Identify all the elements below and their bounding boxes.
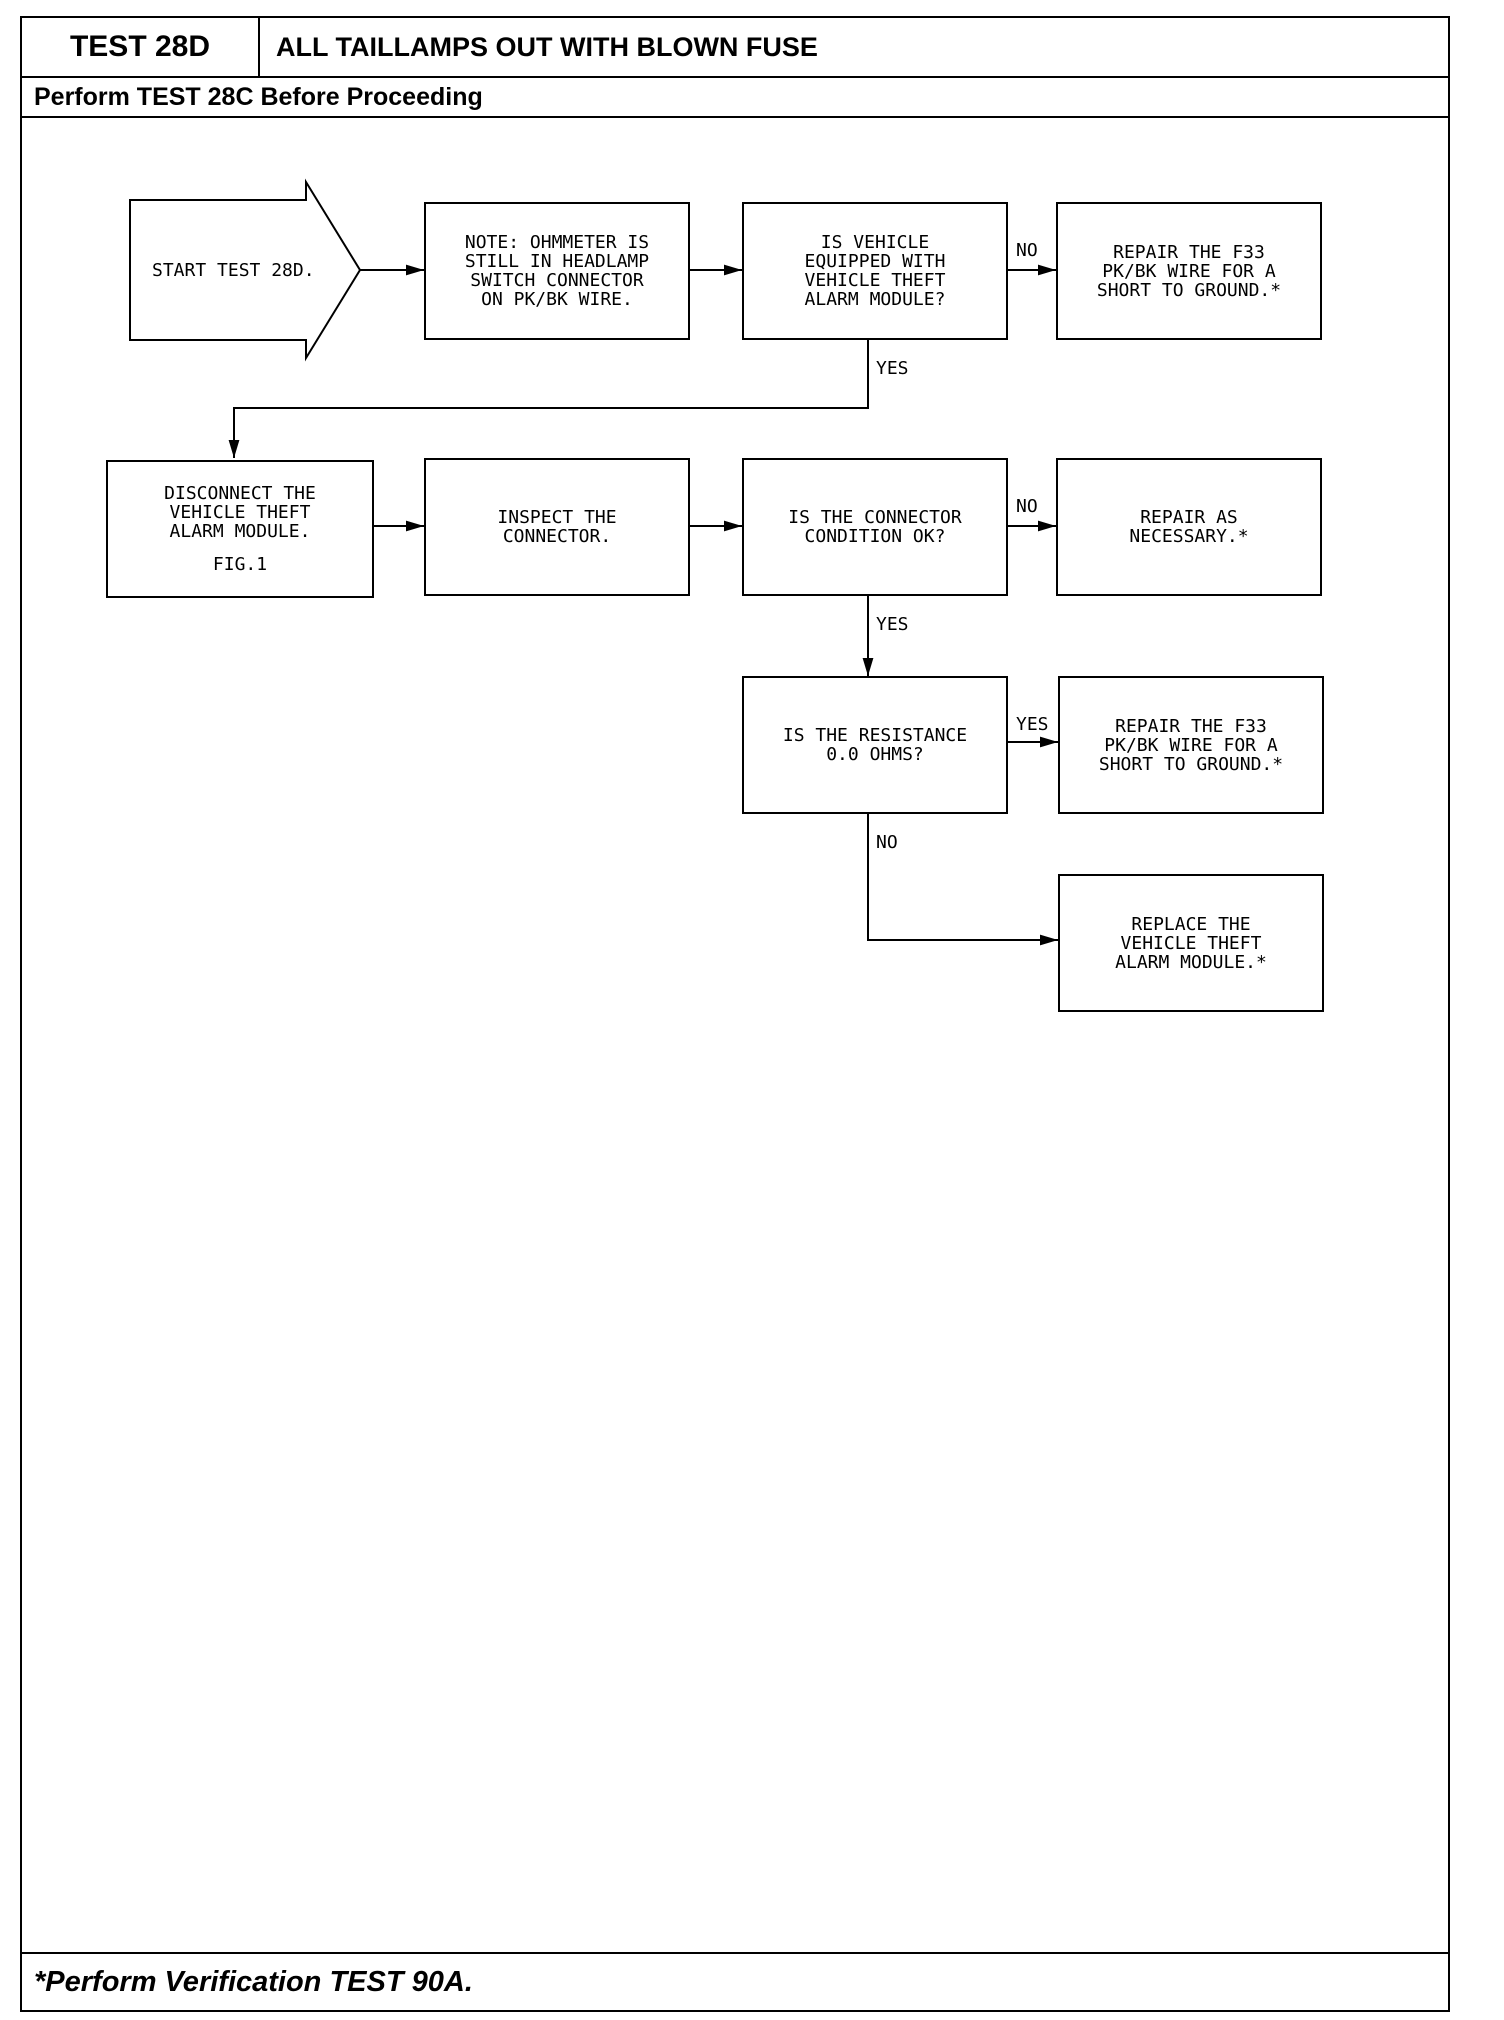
result-replace-module: REPLACE THE VEHICLE THEFT ALARM MODULE.* <box>1058 874 1324 1012</box>
disconnect-text: DISCONNECT THE VEHICLE THEFT ALARM MODUL… <box>164 483 316 542</box>
question-theft-alarm-equipped: IS VEHICLE EQUIPPED WITH VEHICLE THEFT A… <box>742 202 1008 340</box>
question-resistance-zero: IS THE RESISTANCE 0.0 OHMS? <box>742 676 1008 814</box>
result-repair-f33-short: REPAIR THE F33 PK/BK WIRE FOR A SHORT TO… <box>1056 202 1322 340</box>
start-arrow-shape <box>129 178 362 362</box>
label-q1-yes: YES <box>876 358 909 379</box>
label-q3-yes: YES <box>1016 714 1049 735</box>
step-disconnect-module: DISCONNECT THE VEHICLE THEFT ALARM MODUL… <box>106 460 374 598</box>
label-q2-no: NO <box>1016 496 1038 517</box>
test-id: TEST 28D <box>22 18 260 76</box>
header: TEST 28D ALL TAILLAMPS OUT WITH BLOWN FU… <box>22 18 1448 78</box>
page-frame: TEST 28D ALL TAILLAMPS OUT WITH BLOWN FU… <box>20 16 1450 2012</box>
prerequisite: Perform TEST 28C Before Proceeding <box>22 78 1448 118</box>
connector-q1-disconnect <box>228 340 869 458</box>
label-q3-no: NO <box>876 832 898 853</box>
step-inspect-connector: INSPECT THE CONNECTOR. <box>424 458 690 596</box>
question-connector-ok: IS THE CONNECTOR CONDITION OK? <box>742 458 1008 596</box>
result-repair-as-necessary: REPAIR AS NECESSARY.* <box>1056 458 1322 596</box>
connector-q3-r4 <box>867 812 1058 946</box>
label-q2-yes: YES <box>876 614 909 635</box>
start-test-label: START TEST 28D. <box>152 260 315 281</box>
footer-note: *Perform Verification TEST 90A. <box>22 1952 1448 2010</box>
label-q1-no: NO <box>1016 240 1038 261</box>
note-box: NOTE: OHMMETER IS STILL IN HEADLAMP SWIT… <box>424 202 690 340</box>
result-repair-f33-short-2: REPAIR THE F33 PK/BK WIRE FOR A SHORT TO… <box>1058 676 1324 814</box>
figure-reference: FIG.1 <box>212 554 268 575</box>
test-title: ALL TAILLAMPS OUT WITH BLOWN FUSE <box>276 31 818 62</box>
